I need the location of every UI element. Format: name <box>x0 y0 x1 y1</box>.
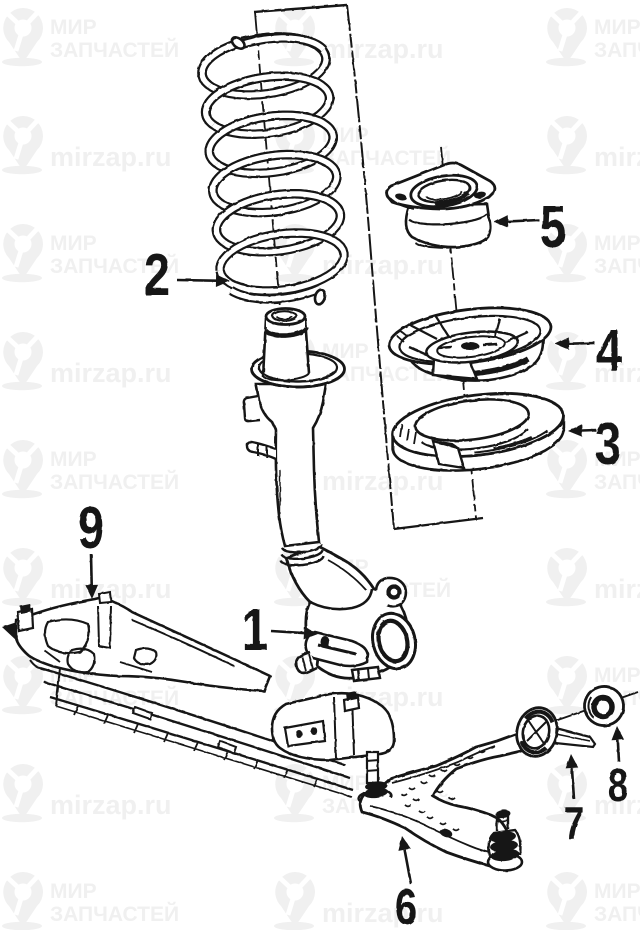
svg-text:7: 7 <box>564 797 584 849</box>
svg-text:3: 3 <box>595 412 621 477</box>
svg-text:6: 6 <box>395 879 417 930</box>
svg-text:1: 1 <box>242 598 268 663</box>
svg-text:mirzap.ru: mirzap.ru <box>594 142 640 172</box>
svg-text:9: 9 <box>78 496 104 561</box>
svg-text:ЗАПЧАСТЕЙ: ЗАПЧАСТЕЙ <box>594 254 640 278</box>
svg-text:mirzap.ru: mirzap.ru <box>594 358 640 388</box>
svg-text:mirzap.ru: mirzap.ru <box>322 898 444 928</box>
svg-text:mirzap.ru: mirzap.ru <box>50 358 172 388</box>
svg-text:mirzap.ru: mirzap.ru <box>50 142 172 172</box>
svg-text:5: 5 <box>540 195 566 260</box>
svg-text:ЗАПЧАСТЕЙ: ЗАПЧАСТЕЙ <box>50 38 179 62</box>
svg-text:ЗАПЧАСТЕЙ: ЗАПЧАСТЕЙ <box>50 902 179 926</box>
svg-text:МИР: МИР <box>594 448 640 471</box>
svg-text:mirzap.ru: mirzap.ru <box>594 790 640 820</box>
svg-text:4: 4 <box>596 319 623 384</box>
svg-text:МИР: МИР <box>594 232 640 255</box>
svg-text:ЗАПЧАСТЕЙ: ЗАПЧАСТЕЙ <box>594 902 640 926</box>
svg-text:ЗАПЧАСТЕЙ: ЗАПЧАСТЕЙ <box>594 38 640 62</box>
svg-text:МИР: МИР <box>594 16 640 39</box>
svg-text:ЗАПЧАСТЕЙ: ЗАПЧАСТЕЙ <box>50 470 179 494</box>
svg-text:МИР: МИР <box>322 772 369 795</box>
svg-text:2: 2 <box>144 243 170 308</box>
svg-text:МИР: МИР <box>594 664 640 687</box>
svg-text:ЗАПЧАСТЕЙ: ЗАПЧАСТЕЙ <box>594 470 640 494</box>
svg-text:mirzap.ru: mirzap.ru <box>322 466 444 496</box>
svg-text:МИР: МИР <box>50 232 97 255</box>
svg-text:МИР: МИР <box>50 16 97 39</box>
svg-text:ЗАПЧАСТЕЙ: ЗАПЧАСТЕЙ <box>322 146 451 170</box>
svg-text:8: 8 <box>608 759 628 811</box>
svg-text:mirzap.ru: mirzap.ru <box>50 790 172 820</box>
svg-text:mirzap.ru: mirzap.ru <box>594 574 640 604</box>
svg-text:ЗАПЧАСТЕЙ: ЗАПЧАСТЕЙ <box>50 254 179 278</box>
svg-text:МИР: МИР <box>594 880 640 903</box>
svg-text:МИР: МИР <box>50 448 97 471</box>
svg-text:МИР: МИР <box>50 880 97 903</box>
svg-text:mirzap.ru: mirzap.ru <box>322 34 444 64</box>
